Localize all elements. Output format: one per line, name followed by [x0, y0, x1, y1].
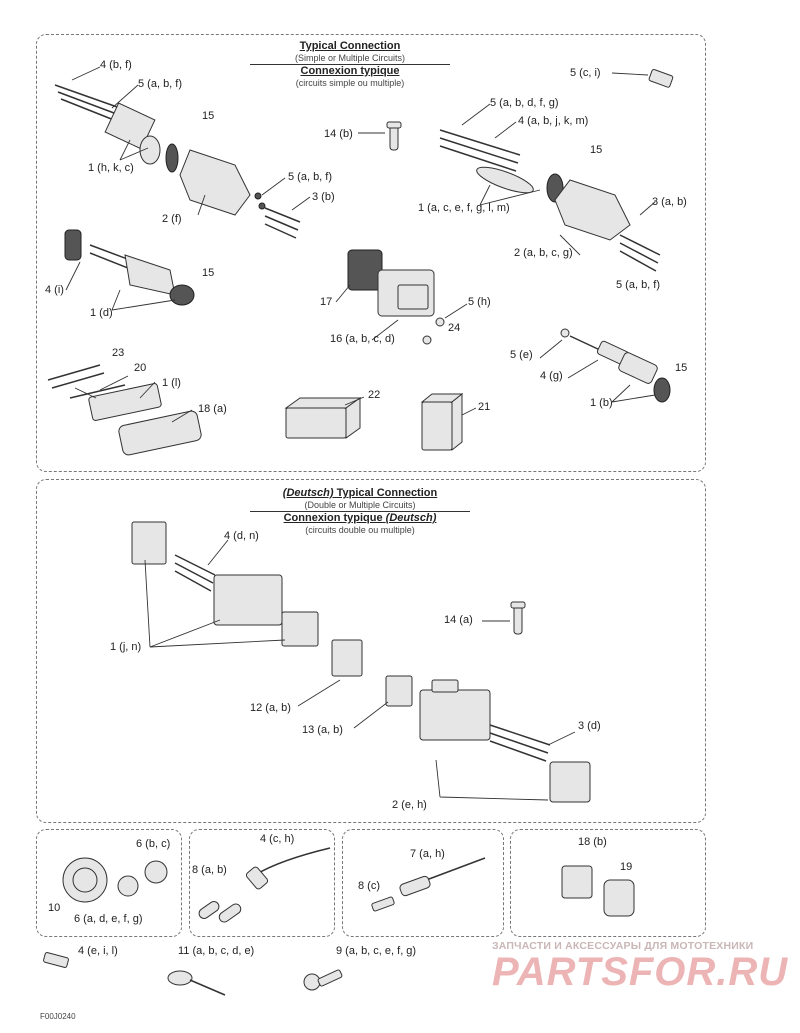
item-24 [422, 335, 432, 345]
label-6bc: 6 (b, c) [136, 838, 171, 850]
ring-terminal-9 [303, 969, 343, 991]
label-4i: 4 (i) [45, 284, 64, 296]
label-20: 20 [134, 362, 147, 374]
label-4bf: 4 (b, f) [100, 59, 132, 71]
label-8ab: 8 (a, b) [192, 864, 227, 876]
terminal-4eil [43, 952, 69, 968]
watermark-logo: PARTSFOR.RU [492, 950, 789, 994]
label-1hkc: 1 (h, k, c) [88, 162, 134, 174]
connector-group-mid-left [64, 229, 195, 306]
label-8c: 8 (c) [358, 880, 380, 892]
bottom-panel-4-parts [561, 865, 635, 917]
deutsch-connector-lower [385, 675, 591, 803]
brand: (Deutsch) [282, 487, 334, 499]
label-15a: 15 [202, 110, 215, 122]
label-6adefg: 6 (a, d, e, f, g) [74, 913, 143, 925]
deutsch-connector-upper [131, 521, 363, 677]
label-15b: 15 [590, 144, 603, 156]
top-panel [36, 34, 706, 472]
label-5ci: 5 (c, i) [570, 67, 601, 79]
label-9abcefg: 9 (a, b, c, e, f, g) [336, 945, 417, 957]
label-2abcg: 2 (a, b, c, g) [514, 247, 573, 259]
label-1d: 1 (d) [90, 307, 113, 319]
label-3ab: 3 (a, b) [652, 196, 687, 208]
bottom-panel-2 [189, 829, 335, 937]
item-5h [435, 317, 445, 327]
label-22: 22 [368, 389, 381, 401]
bottom-panel-1 [36, 829, 182, 937]
label-3d: 3 (d) [578, 720, 601, 732]
label-5abf-c: 5 (a, b, f) [616, 279, 661, 291]
label-15d: 15 [675, 362, 688, 374]
label-21: 21 [478, 401, 491, 413]
label-13ab: 13 (a, b) [302, 724, 343, 736]
label-16abcd: 16 (a, b, c, d) [330, 333, 395, 345]
label-11abcde: 11 (a, b, c, d, e) [178, 945, 255, 957]
top-panel-title: Typical Connection (Simple or Multiple C… [250, 40, 450, 89]
title-fr: Connexion typique [300, 65, 400, 77]
label-24: 24 [448, 322, 461, 334]
label-5abf-b: 5 (a, b, f) [288, 171, 333, 183]
label-12ab: 12 (a, b) [250, 702, 291, 714]
label-4abjkm: 4 (a, b, j, k, m) [518, 115, 589, 127]
label-5abf-a: 5 (a, b, f) [138, 78, 183, 90]
terminal-5ci [648, 69, 674, 88]
label-17: 17 [320, 296, 333, 308]
connector-group-top-left [54, 84, 301, 239]
subtitle-en: (Double or Multiple Circuits) [250, 499, 470, 512]
label-14b: 14 (b) [324, 128, 353, 140]
label-1b: 1 (b) [590, 397, 613, 409]
label-19: 19 [620, 861, 633, 873]
label-3b: 3 (b) [312, 191, 335, 203]
label-4eil: 4 (e, i, l) [78, 945, 118, 957]
bottom-panel-3-parts [371, 857, 486, 912]
leader-lines [65, 66, 656, 801]
label-5h: 5 (h) [468, 296, 491, 308]
mid-panel-title: (Deutsch) Typical Connection (Double or … [250, 487, 470, 536]
label-18b: 18 (b) [578, 836, 607, 848]
connector-17-16 [347, 249, 435, 317]
connector-22 [284, 397, 362, 439]
label-23: 23 [112, 347, 125, 359]
drawing-code: F00J0240 [40, 1012, 76, 1021]
label-4dn: 4 (d, n) [224, 530, 259, 542]
label-2eh: 2 (e, h) [392, 799, 427, 811]
connector-group-top-right [439, 129, 661, 272]
connector-group-lower-left [47, 364, 202, 456]
bottom-panel-2-parts [198, 847, 331, 923]
label-1acefglm: 1 (a, c, e, f, g, l, m) [418, 202, 510, 214]
cable-tie-11 [167, 970, 226, 996]
label-1jn: 1 (j, n) [110, 641, 142, 653]
bottom-panel-4 [510, 829, 706, 937]
bottom-panel-1-parts [62, 857, 168, 903]
subtitle-fr: (circuits double ou multiple) [305, 525, 415, 535]
middle-panel [36, 479, 706, 823]
label-18a: 18 (a) [198, 403, 227, 415]
label-5abdfg: 5 (a, b, d, f, g) [490, 97, 559, 109]
title-en: Typical Connection [299, 40, 401, 52]
label-2f: 2 (f) [162, 213, 182, 225]
plug-14b [386, 121, 402, 151]
label-7ah: 7 (a, h) [410, 848, 445, 860]
subtitle-fr: (circuits simple ou multiple) [295, 78, 405, 88]
bottom-panel-3 [342, 829, 504, 937]
watermark-tagline: ЗАПЧАСТИ И АКСЕССУАРЫ ДЛЯ МОТОТЕХНИКИ [492, 940, 754, 952]
label-15c: 15 [202, 267, 215, 279]
connector-group-right-middle [560, 328, 671, 403]
label-14a: 14 (a) [444, 614, 473, 626]
title-en: Typical Connection [336, 487, 438, 499]
label-4g: 4 (g) [540, 370, 563, 382]
subtitle-en: (Simple or Multiple Circuits) [250, 52, 450, 65]
label-10: 10 [48, 902, 61, 914]
label-4ch: 4 (c, h) [260, 833, 295, 845]
connector-21 [420, 392, 464, 452]
label-5e: 5 (e) [510, 349, 533, 361]
plug-14a [510, 601, 526, 635]
label-1l: 1 (l) [162, 377, 181, 389]
brand-fr: (Deutsch) [385, 512, 437, 524]
title-fr: Connexion typique [283, 512, 383, 524]
